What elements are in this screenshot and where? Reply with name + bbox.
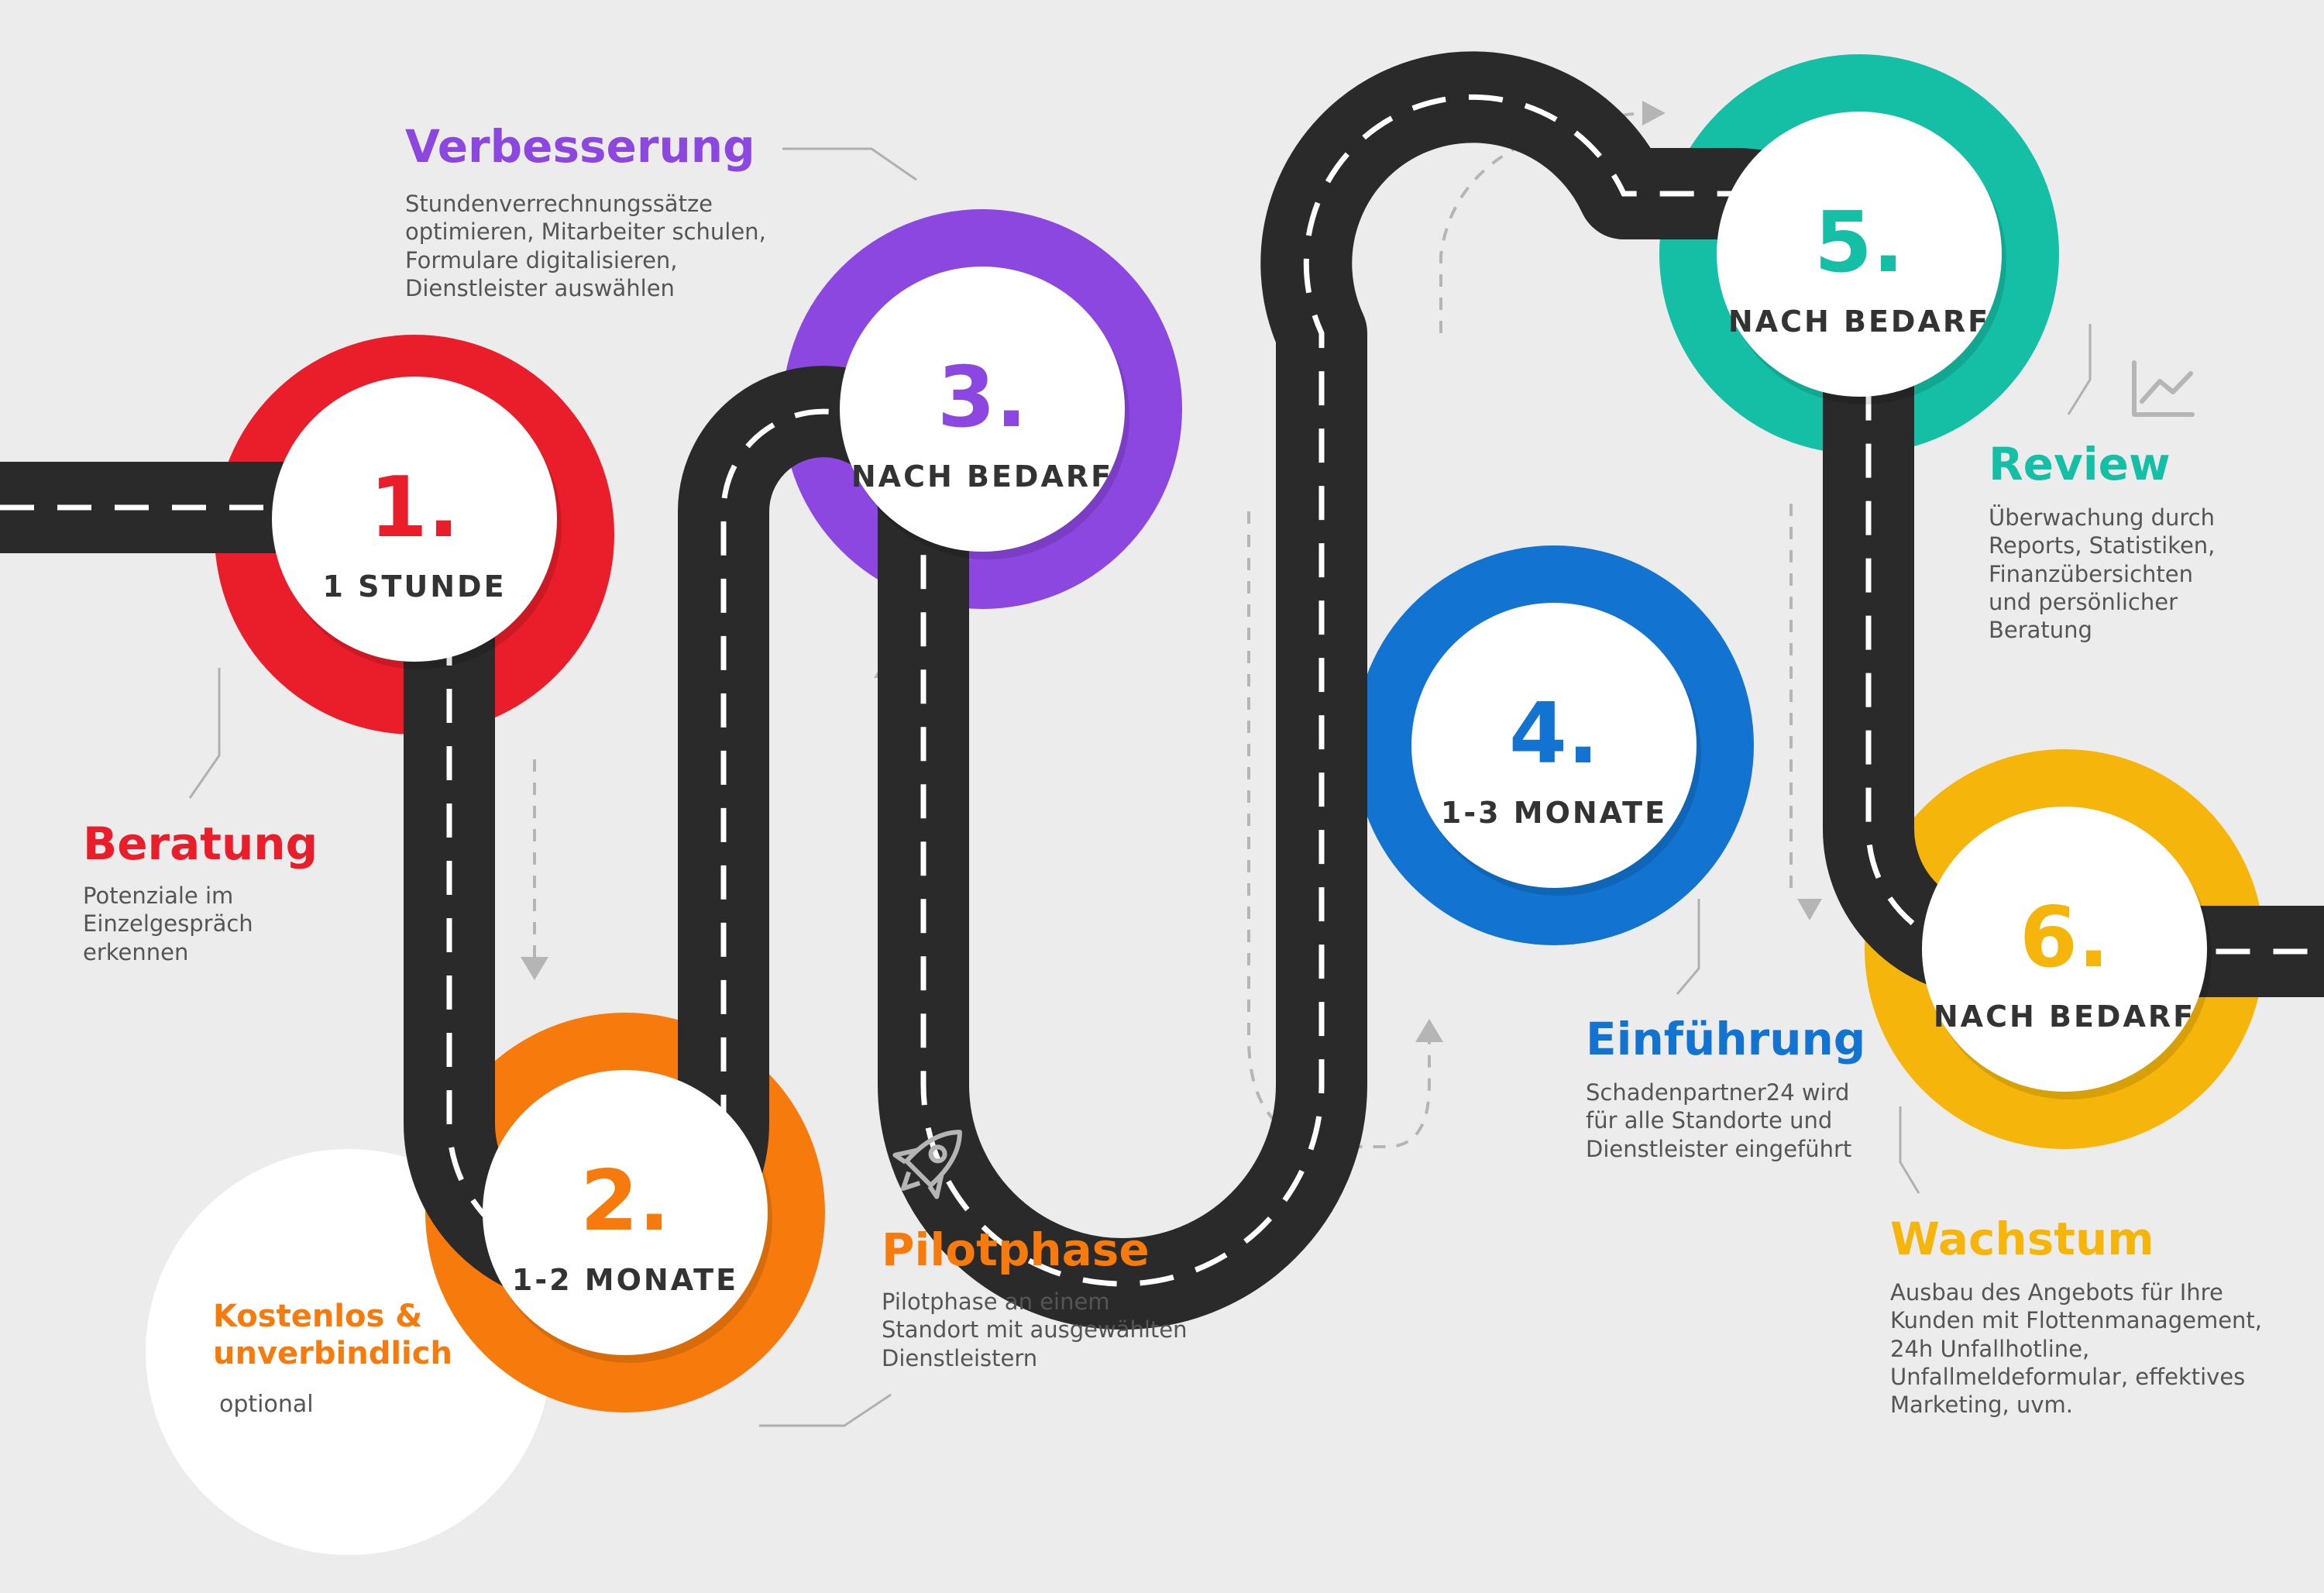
step4-number: 4.: [1509, 686, 1599, 783]
step5-description: Überwachung durch Reports, Statistiken, …: [1989, 504, 2216, 643]
step2-description: Pilotphase an einem Standort mit ausgewä…: [882, 1289, 1188, 1371]
step5-number: 5.: [1814, 194, 1904, 291]
step4-duration: 1-3 MONATE: [1441, 796, 1667, 830]
step1-number: 1.: [370, 459, 459, 556]
step3-title: Verbesserung: [405, 120, 755, 173]
step2-duration: 1-2 MONATE: [512, 1263, 738, 1297]
step1-disc: 1. 1 STUNDE: [272, 377, 562, 669]
step6-number: 6.: [2020, 889, 2109, 986]
step2-disc-face: [483, 1070, 768, 1355]
step4-description: Schadenpartner24 wird für alle Standorte…: [1586, 1079, 1852, 1162]
step6-disc: 6. NACH BEDARF: [1922, 807, 2212, 1099]
step3-number: 3.: [937, 349, 1027, 446]
step5-title: Review: [1989, 438, 2171, 490]
step6-title: Wachstum: [1890, 1213, 2154, 1265]
connector-lines: [188, 147, 2092, 1427]
note-subtitle: optional: [219, 1391, 314, 1418]
step4-disc-face: [1411, 603, 1697, 888]
step1-disc-face: [272, 377, 557, 662]
step6-disc-face: [1922, 807, 2207, 1092]
rocket-icon: [892, 1130, 962, 1199]
step6-description: Ausbau des Angebots für Ihre Kunden mit …: [1890, 1279, 2263, 1418]
step1-duration: 1 STUNDE: [322, 569, 506, 604]
step1-description: Potenziale im Einzelgespräch erkennen: [83, 883, 253, 965]
step3-duration: NACH BEDARF: [851, 459, 1113, 494]
step3-description: Stundenverrechnungssätze optimieren, Mit…: [405, 191, 766, 301]
step1-title: Beratung: [83, 817, 318, 870]
step3-disc: 3. NACH BEDARF: [840, 267, 1129, 559]
step3-disc-face: [840, 267, 1125, 552]
note-title: Kostenlos & unverbindlich: [213, 1299, 452, 1371]
step2-title: Pilotphase: [882, 1223, 1150, 1276]
step2-disc: 2. 1-2 MONATE: [483, 1070, 772, 1363]
step2-number: 2.: [580, 1153, 670, 1250]
step5-disc: 5. NACH BEDARF: [1717, 112, 2006, 404]
chart-icon: [2132, 360, 2195, 417]
guide-arrow-curve-4: [1439, 111, 1647, 333]
step6-duration: NACH BEDARF: [1934, 999, 2195, 1034]
step5-duration: NACH BEDARF: [1728, 304, 1990, 339]
step5-disc-face: [1717, 112, 2002, 397]
step4-title: Einführung: [1586, 1013, 1866, 1065]
step4-disc: 4. 1-3 MONATE: [1411, 603, 1701, 896]
